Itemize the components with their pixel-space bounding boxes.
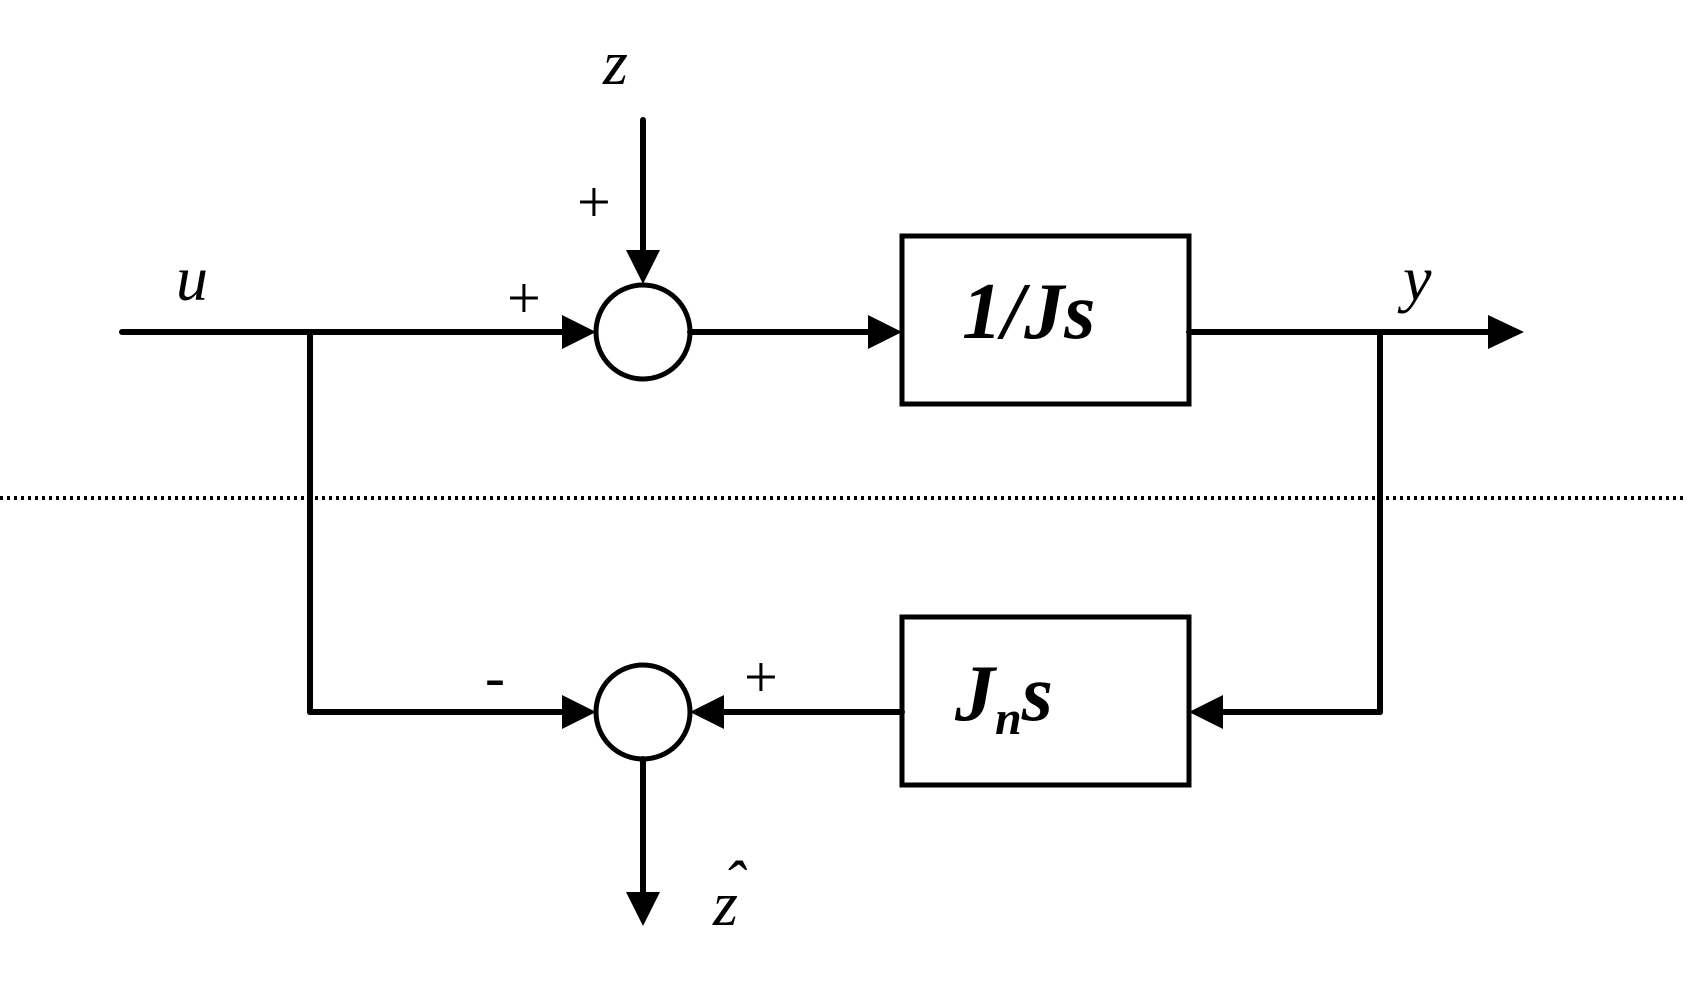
observer-block [899, 614, 1192, 788]
plant-block [899, 233, 1192, 407]
input-signal-label: u [176, 243, 208, 314]
bottom-junction-left-arrowhead [562, 695, 596, 729]
observer-input-arrowhead [1189, 695, 1223, 729]
top-summing-junction [593, 282, 693, 382]
input-arrowhead [562, 315, 596, 349]
bottom-junction-input-sign: - [485, 644, 505, 710]
output-signal-label: y [1397, 243, 1432, 314]
bottom-junction-observer-sign: + [744, 644, 778, 710]
estimate-arrowhead [626, 892, 660, 926]
output-arrowhead [1488, 315, 1524, 349]
top-junction-input-sign: + [507, 265, 541, 331]
estimate-hat-accent: ˆ [723, 848, 747, 919]
disturbance-arrowhead [626, 250, 660, 284]
observer-transfer-subscript: n [995, 692, 1022, 745]
observer-transfer-label: Jns [954, 650, 1053, 745]
top-junction-disturbance-sign: + [577, 169, 611, 235]
plant-transfer-label: 1/Js [962, 268, 1095, 356]
estimate-signal-label: z [712, 868, 738, 939]
plant-input-arrowhead [868, 315, 902, 349]
disturbance-signal-label: z [602, 27, 628, 98]
bottom-junction-right-arrowhead [690, 695, 724, 729]
observer-transfer-tail: s [1021, 650, 1053, 738]
bottom-summing-junction [593, 662, 693, 762]
observer-transfer-main: J [954, 650, 998, 738]
